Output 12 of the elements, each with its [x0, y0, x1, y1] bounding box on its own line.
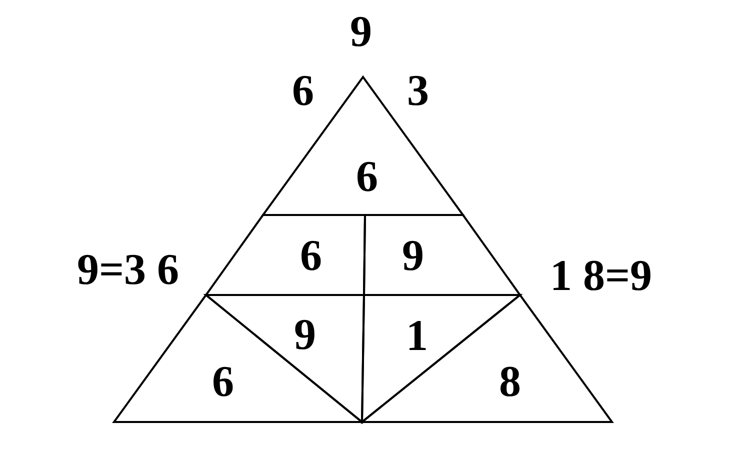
- region-number: 6: [356, 155, 378, 199]
- equation-label: 9=3 6: [76, 248, 180, 292]
- region-number: 6: [212, 360, 234, 404]
- number-label: 6: [292, 69, 314, 113]
- region-number: 8: [499, 360, 521, 404]
- equation-label: 1 8=9: [550, 254, 652, 298]
- region-number: 1: [406, 314, 428, 358]
- number-label: 3: [407, 69, 429, 113]
- number-label: 9: [350, 10, 372, 54]
- region-number: 6: [300, 234, 322, 278]
- region-number: 9: [294, 313, 316, 357]
- region-number: 9: [402, 234, 424, 278]
